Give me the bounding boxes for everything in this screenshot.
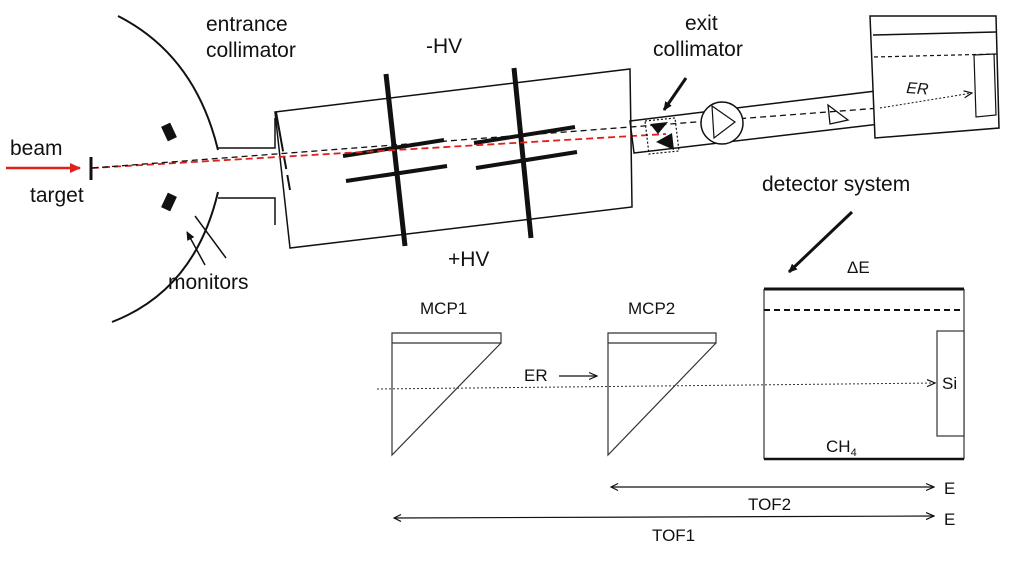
monitor-upper <box>161 122 177 142</box>
top-detector-header <box>872 31 997 36</box>
plate-1-lower <box>345 164 448 183</box>
mcp2-detector <box>607 332 717 457</box>
exit-collimator-lower <box>656 133 674 150</box>
er-path-black <box>91 107 881 169</box>
er-trajectory <box>376 383 935 390</box>
monitors-arrow <box>186 231 206 266</box>
beam-label: beam <box>10 137 63 160</box>
chamber-neck-bottom <box>218 197 276 225</box>
plate-2-vertical <box>511 67 534 239</box>
entrance-collimator-label-line1: entrance <box>206 13 288 36</box>
plate-1-vertical <box>383 73 408 247</box>
mcp-triangle-tube <box>827 103 850 125</box>
pos-hv-label: +HV <box>448 248 489 271</box>
velocity-filter-body <box>274 68 633 249</box>
entrance-collimator <box>275 111 291 191</box>
top-detector-si <box>973 53 997 118</box>
ch4-label: CH4 <box>826 437 857 459</box>
exit-collimator-arrow <box>662 77 688 111</box>
monitors-label: monitors <box>168 271 249 294</box>
top-detector-box <box>869 15 1000 139</box>
e-upper-label: E <box>944 479 955 498</box>
exit-collimator-upper <box>650 122 668 134</box>
detector-system-label: detector system <box>762 173 910 196</box>
exit-collimator-label-line2: collimator <box>653 38 743 61</box>
mcp-circle-triangle <box>711 104 737 140</box>
entrance-collimator-label-line2: collimator <box>206 39 296 62</box>
detector-system-arrow <box>787 210 854 274</box>
monitors-pointer-line <box>194 215 227 259</box>
tof2-label: TOF2 <box>748 495 791 514</box>
e-lower-label: E <box>944 510 955 529</box>
top-er-label: ER <box>906 80 930 99</box>
tof1-arrow <box>394 516 934 518</box>
delta-e-label: ΔE <box>847 258 870 277</box>
target-chamber-arc-top <box>117 15 219 151</box>
si-label: Si <box>942 374 957 393</box>
ionization-chamber <box>763 287 965 461</box>
exit-collimator-box <box>644 117 680 155</box>
mcp1-detector <box>391 332 502 457</box>
top-detector-er-path <box>879 93 972 109</box>
mcp2-label: MCP2 <box>628 299 675 318</box>
chamber-neck-top <box>218 118 276 149</box>
neg-hv-label: -HV <box>426 35 462 58</box>
er-label: ER <box>524 366 548 385</box>
ch4-subscript: 4 <box>851 447 857 459</box>
target-label: target <box>30 184 84 207</box>
mcp1-label: MCP1 <box>420 299 467 318</box>
ch4-base: CH <box>826 437 851 456</box>
beam-path-red <box>91 133 667 169</box>
si-detector <box>936 330 965 437</box>
exit-collimator-label-line1: exit <box>685 12 718 35</box>
target-chamber-arc-bottom <box>111 191 219 323</box>
monitor-lower <box>161 192 177 212</box>
tof1-label: TOF1 <box>652 526 695 545</box>
plate-1-upper <box>342 138 445 158</box>
mcp-circle <box>700 101 744 145</box>
plate-2-lower <box>475 150 578 170</box>
